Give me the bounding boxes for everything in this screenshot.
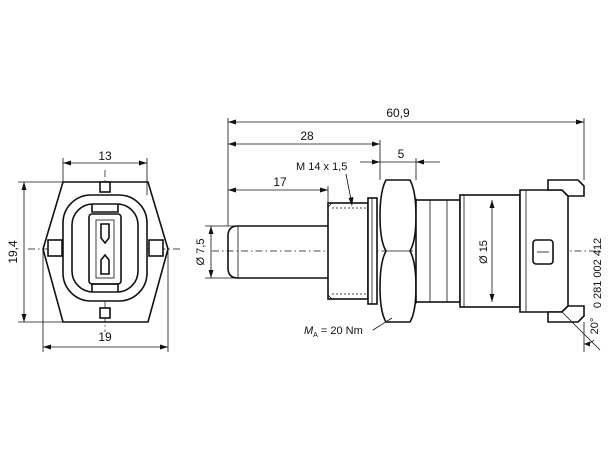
dimension-60-9-label: 60,9 [386,106,410,120]
dimension-17-label: 17 [273,175,287,189]
pin-lower [100,253,110,275]
threaded-section [327,202,369,300]
sealing-washer [367,197,378,305]
latch-tab-top [547,179,585,197]
pin-housing [88,213,122,285]
thread-label: M 14 x 1,5 [296,161,347,173]
connector-shroud-inner [71,203,139,293]
dimension-19-4-label: 19,4 [6,240,20,264]
probe-tip [227,225,328,279]
side-dimensions: 60,9 28 5 17 M 14 x 1,5 Ø 7,5 Ø 15 [195,106,604,352]
connector-key-top [91,204,119,213]
pin-housing-inner [95,219,115,279]
dimension-5-label: 5 [398,147,405,161]
tip-diameter-label: Ø 7,5 [195,239,207,266]
sensor-body [415,199,461,303]
latch-tab-bottom [547,305,585,323]
torque-value: = 20 Nm [318,325,363,337]
torque-symbol: M [304,325,314,337]
front-left-lug [47,239,63,257]
front-bottom-nub [99,307,111,319]
dimension-28-label: 28 [300,129,314,143]
body-step [459,194,521,308]
connector-shroud-outer [62,194,148,302]
dimension-13-label: 13 [98,149,112,163]
side-view [212,179,600,323]
torque-subscript: A [313,332,318,339]
front-right-lug [148,239,164,257]
front-top-nub [99,181,111,193]
dimension-19-label: 19 [98,330,112,344]
angle-label: 20° [589,318,601,335]
body-diameter-label: Ø 15 [478,240,490,264]
part-number: 0 281 002 412 [592,238,604,308]
torque-label: MA = 20 Nm [304,325,363,339]
angle-leg-line [561,311,601,351]
torque-leader [372,317,393,331]
pin-upper [100,223,110,245]
front-view: 13 19,4 19 [6,149,182,352]
